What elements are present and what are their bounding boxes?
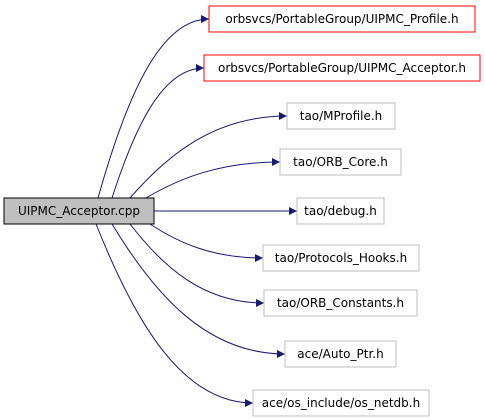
target-node-box[interactable] bbox=[296, 197, 385, 225]
edge-to-orbsvcs-portablegroup-uipmc-acceptor-h bbox=[111, 64, 205, 199]
target-node-orbsvcs-portablegroup-uipmc-profile-h[interactable]: orbsvcs/PortableGroup/UIPMC_Profile.h bbox=[208, 5, 476, 33]
target-node-tao-mprofile-h[interactable]: tao/MProfile.h bbox=[286, 102, 396, 130]
edge-to-ace-auto-ptr-h bbox=[111, 223, 286, 358]
target-node-label[interactable]: tao/MProfile.h bbox=[300, 109, 383, 123]
target-node-orbsvcs-portablegroup-uipmc-acceptor-h[interactable]: orbsvcs/PortableGroup/UIPMC_Acceptor.h bbox=[203, 54, 481, 82]
target-node-label[interactable]: tao/debug.h bbox=[304, 204, 377, 218]
target-node-ace-os-include-os-netdb-h[interactable]: ace/os_include/os_netdb.h bbox=[252, 389, 430, 417]
target-node-label[interactable]: ace/os_include/os_netdb.h bbox=[262, 396, 420, 410]
edge-to-tao-orb-core-h bbox=[145, 158, 281, 199]
target-node-tao-protocols-hooks-h[interactable]: tao/Protocols_Hooks.h bbox=[262, 244, 420, 272]
source-node[interactable]: UIPMC_Acceptor.cpp bbox=[3, 197, 155, 225]
edge-to-tao-orb-constants-h bbox=[129, 223, 265, 307]
source-node-box[interactable] bbox=[3, 197, 155, 225]
target-node-ace-auto-ptr-h[interactable]: ace/Auto_Ptr.h bbox=[284, 340, 397, 368]
target-node-box[interactable] bbox=[208, 5, 476, 33]
target-node-label[interactable]: ace/Auto_Ptr.h bbox=[297, 347, 383, 361]
source-node-label[interactable]: UIPMC_Acceptor.cpp bbox=[18, 204, 140, 218]
target-node-label[interactable]: orbsvcs/PortableGroup/UIPMC_Acceptor.h bbox=[218, 61, 466, 75]
target-node-label[interactable]: tao/ORB_Core.h bbox=[293, 155, 388, 169]
target-node-label[interactable]: tao/Protocols_Hooks.h bbox=[275, 251, 407, 265]
target-node-box[interactable] bbox=[279, 148, 402, 176]
target-node-label[interactable]: orbsvcs/PortableGroup/UIPMC_Profile.h bbox=[225, 12, 458, 26]
target-node-box[interactable] bbox=[284, 340, 397, 368]
target-node-tao-debug-h[interactable]: tao/debug.h bbox=[296, 197, 385, 225]
edge-to-tao-protocols-hooks-h bbox=[149, 223, 264, 262]
target-node-tao-orb-core-h[interactable]: tao/ORB_Core.h bbox=[279, 148, 402, 176]
target-node-box[interactable] bbox=[252, 389, 430, 417]
target-node-box[interactable] bbox=[263, 289, 418, 317]
target-node-box[interactable] bbox=[203, 54, 481, 82]
edge-to-tao-mprofile-h bbox=[129, 112, 288, 199]
target-node-label[interactable]: tao/ORB_Constants.h bbox=[277, 296, 404, 310]
edge-to-orbsvcs-portablegroup-uipmc-profile-h bbox=[97, 15, 210, 199]
target-nodes: orbsvcs/PortableGroup/UIPMC_Profile.horb… bbox=[203, 5, 481, 417]
edge-to-ace-os-include-os-netdb-h bbox=[95, 223, 254, 407]
target-node-box[interactable] bbox=[286, 102, 396, 130]
target-node-tao-orb-constants-h[interactable]: tao/ORB_Constants.h bbox=[263, 289, 418, 317]
target-node-box[interactable] bbox=[262, 244, 420, 272]
edges bbox=[95, 15, 297, 407]
